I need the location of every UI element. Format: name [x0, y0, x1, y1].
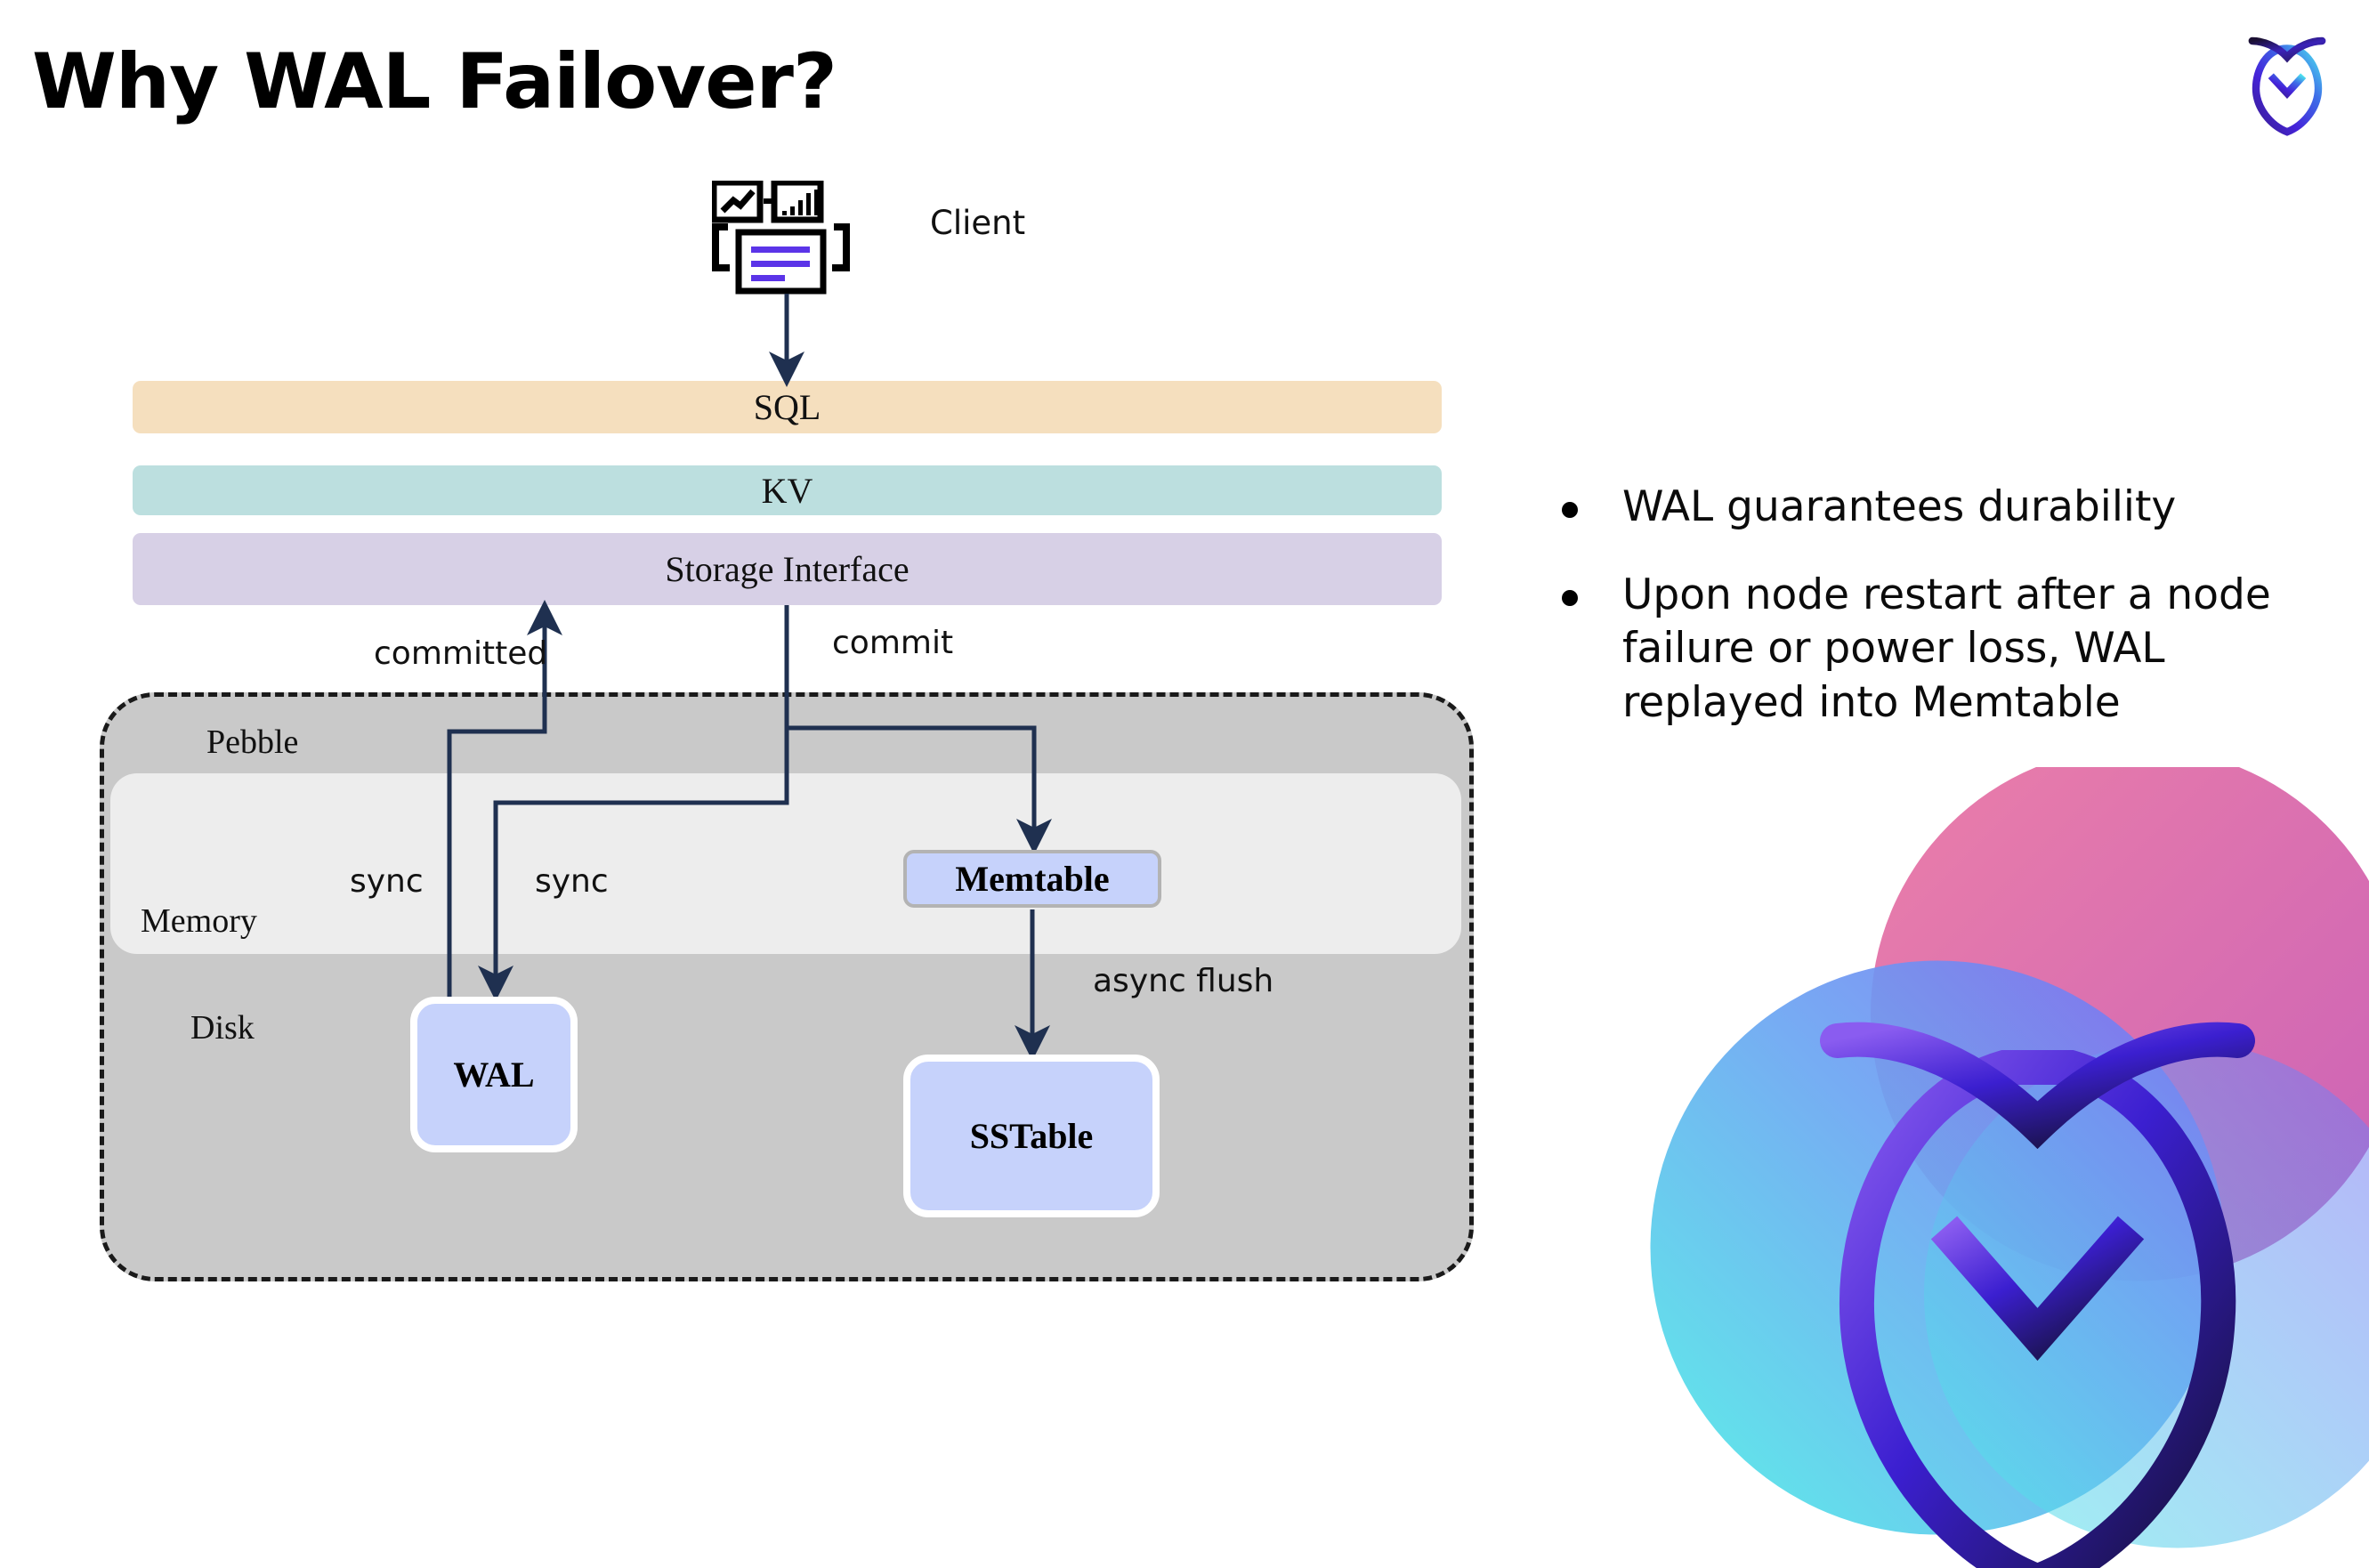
node-sstable: SSTable: [903, 1055, 1160, 1217]
node-wal-label: WAL: [453, 1055, 535, 1095]
edge-label-committed: committed: [374, 635, 548, 672]
page-title: Why WAL Failover?: [32, 37, 837, 126]
client-dashboard-icon: [712, 181, 850, 295]
edge-label-sync-left: sync: [350, 863, 424, 900]
edge-label-commit: commit: [832, 625, 954, 661]
node-sstable-label: SSTable: [969, 1116, 1094, 1156]
bullet-dot-icon: [1562, 502, 1578, 518]
memory-label: Memory: [141, 902, 257, 940]
disk-label: Disk: [190, 1009, 255, 1047]
edge-label-sync-right: sync: [535, 863, 609, 900]
layer-kv-label: KV: [761, 470, 813, 511]
bullet-list: WAL guarantees durability Upon node rest…: [1562, 481, 2327, 764]
bullet-dot-icon: [1562, 589, 1578, 606]
architecture-diagram: Client SQL KV Storage Interface Pebble M…: [100, 181, 1474, 1281]
bullet-text: WAL guarantees durability: [1622, 482, 2177, 531]
layer-storage-interface-label: Storage Interface: [665, 549, 910, 589]
pebble-label: Pebble: [206, 723, 299, 761]
layer-kv: KV: [133, 465, 1442, 515]
cockroach-leaf-watermark-icon: [1650, 767, 2369, 1568]
node-wal: WAL: [410, 997, 578, 1152]
list-item: Upon node restart after a node failure o…: [1562, 569, 2327, 731]
layer-sql: SQL: [133, 381, 1442, 433]
node-memtable: Memtable: [903, 850, 1161, 908]
node-memtable-label: Memtable: [955, 859, 1110, 899]
layer-storage-interface: Storage Interface: [133, 533, 1442, 605]
list-item: WAL guarantees durability: [1562, 481, 2327, 535]
edge-label-async-flush: async flush: [1093, 963, 1274, 999]
bullet-text: Upon node restart after a node failure o…: [1622, 570, 2271, 727]
cockroach-leaf-logo-icon: [2248, 36, 2326, 136]
client-label: Client: [930, 204, 1026, 242]
layer-sql-label: SQL: [753, 387, 821, 427]
memory-region: [110, 773, 1461, 954]
